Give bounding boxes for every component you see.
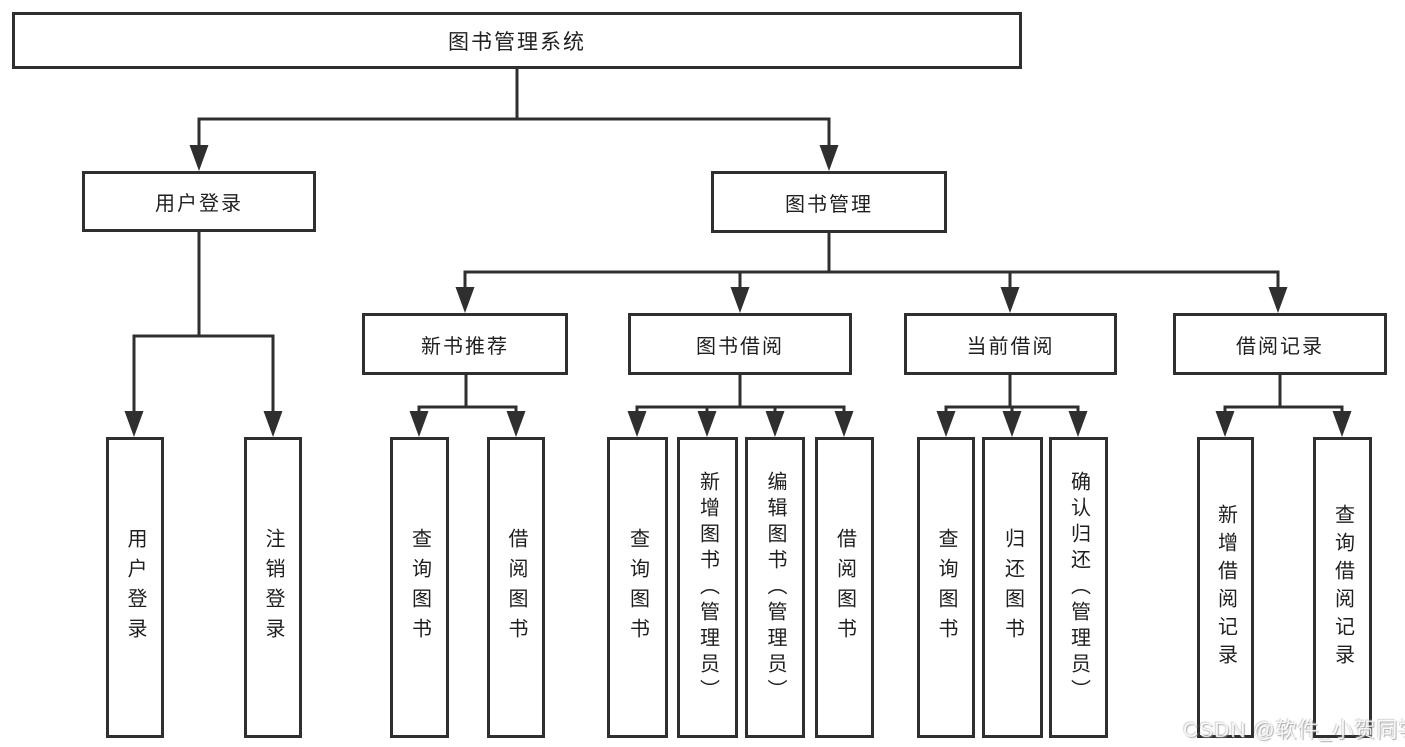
arrowhead [409, 411, 429, 437]
arrowhead [819, 145, 839, 171]
csdn-watermark: CSDN @软件_小贺同学 [1183, 719, 1405, 742]
leaf-borrowing-edit-books-admin: 编辑图书（管理员） [745, 437, 805, 738]
leaf-records-query-borrow-record: 查询借阅记录 [1313, 437, 1372, 738]
leaf-borrowing-borrow-books: 借阅图书 [815, 437, 874, 738]
leaf-current-query-books: 查询图书 [917, 437, 975, 738]
leaf-current-confirm-return-admin: 确认归还（管理员） [1049, 437, 1108, 738]
arrowheads [124, 145, 1352, 437]
arrowhead [730, 287, 750, 313]
arrowhead [627, 411, 647, 437]
arrowhead [1332, 411, 1352, 437]
arrowhead [1068, 411, 1088, 437]
arrowhead [124, 411, 144, 437]
leaf-borrowing-add-books-admin: 新增图书（管理员） [677, 437, 738, 738]
arrowhead [189, 145, 209, 171]
arrowhead [506, 411, 526, 437]
arrowhead [697, 411, 717, 437]
node-book-borrowing: 图书借阅 [628, 313, 852, 375]
arrowhead [1215, 411, 1235, 437]
arrowhead [765, 411, 785, 437]
connector-lines [132, 68, 1344, 417]
leaf-current-return-books: 归还图书 [982, 437, 1043, 738]
leaf-records-add-borrow-record: 新增借阅记录 [1197, 437, 1254, 738]
arrowhead [1002, 411, 1022, 437]
arrowhead [1268, 287, 1288, 313]
leaf-user-login: 用户登录 [106, 437, 164, 738]
leaf-borrowing-query-books: 查询图书 [607, 437, 668, 738]
node-library-management-system: 图书管理系统 [12, 12, 1022, 69]
arrowhead [936, 411, 956, 437]
node-borrow-records: 借阅记录 [1173, 313, 1387, 375]
node-current-borrowing: 当前借阅 [904, 313, 1117, 375]
node-user-login: 用户登录 [82, 171, 316, 232]
arrowhead [1000, 287, 1020, 313]
leaf-recommend-borrow-books: 借阅图书 [487, 437, 545, 738]
arrowhead [263, 411, 283, 437]
node-new-book-recommend: 新书推荐 [362, 313, 568, 375]
leaf-logout: 注销登录 [244, 437, 302, 738]
leaf-recommend-query-books: 查询图书 [390, 437, 449, 738]
arrowhead [834, 411, 854, 437]
arrowhead [455, 287, 475, 313]
node-book-management: 图书管理 [711, 171, 947, 233]
